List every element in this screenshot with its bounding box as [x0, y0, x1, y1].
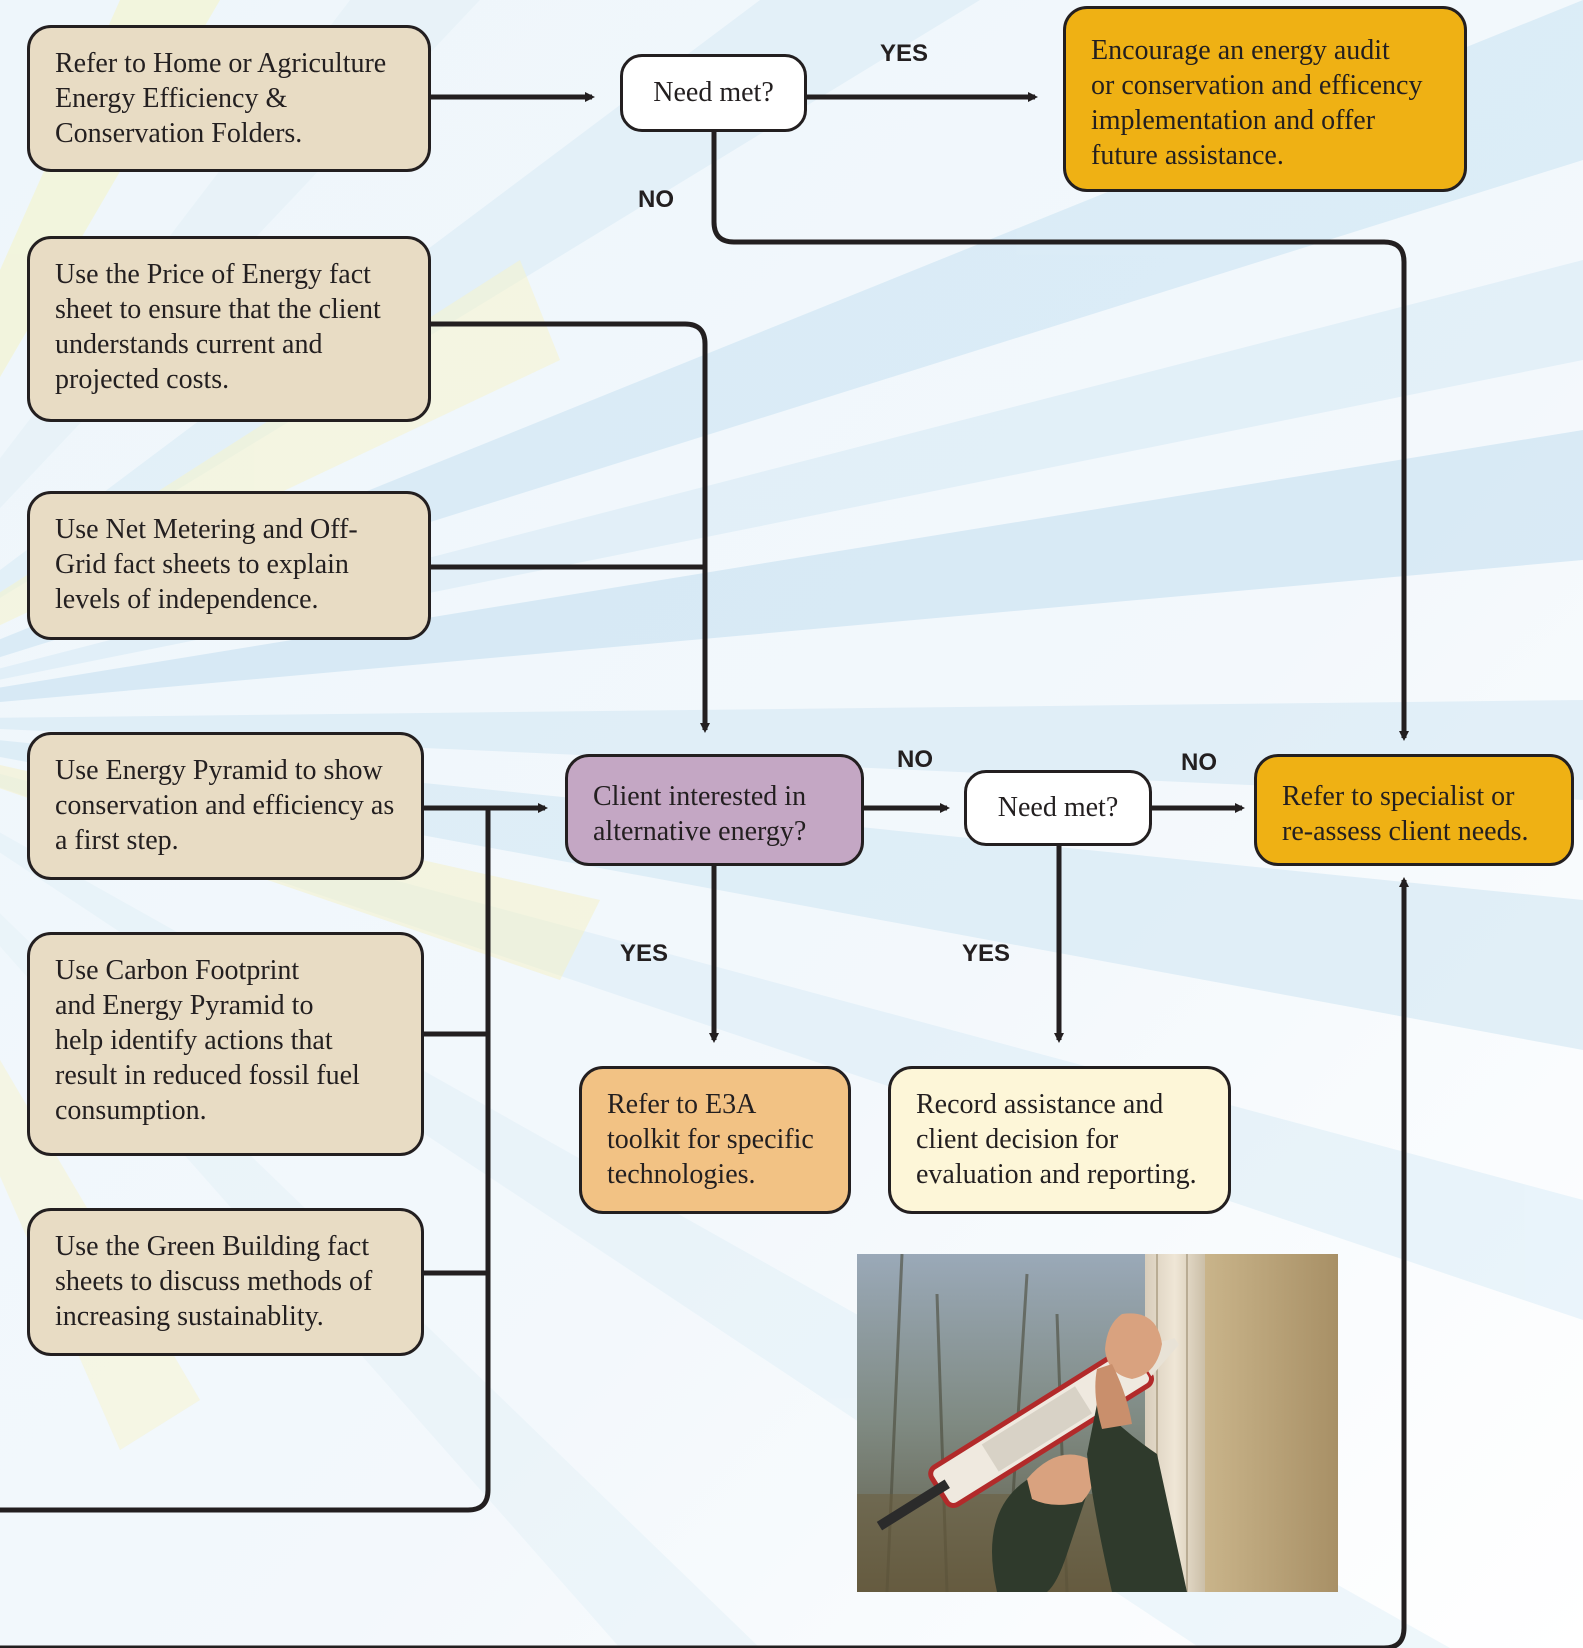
label-yes-client: YES: [620, 940, 669, 967]
label-yes-top: YES: [880, 40, 929, 67]
box-refer-e3a-toolkit: Refer to E3A toolkit for specific techno…: [579, 1066, 851, 1214]
line-group-vertical: [0, 808, 491, 1513]
box-carbon-footprint: Use Carbon Footprint and Energy Pyramid …: [27, 932, 424, 1156]
box-energy-pyramid: Use Energy Pyramid to show conservation …: [27, 732, 424, 880]
caulking-gun-window-photo: [857, 1254, 1338, 1592]
box-refer-specialist: Refer to specialist or re-assess client …: [1254, 754, 1574, 866]
label-no-need: NO: [1181, 749, 1217, 776]
box-green-building: Use the Green Building fact sheets to di…: [27, 1208, 424, 1356]
box-record-assistance: Record assistance and client decision fo…: [888, 1066, 1231, 1214]
label-no-top: NO: [638, 186, 674, 213]
decision-need-met-top: Need met?: [620, 54, 807, 132]
decision-need-met-middle: Need met?: [964, 770, 1152, 846]
box-net-metering: Use Net Metering and Off- Grid fact shee…: [27, 491, 431, 640]
label-no-client: NO: [897, 746, 933, 773]
box-client-interested: Client interested in alternative energy?: [565, 754, 864, 866]
box-price-of-energy: Use the Price of Energy fact sheet to en…: [27, 236, 431, 422]
label-yes-need: YES: [962, 940, 1011, 967]
box-home-agriculture-folders: Refer to Home or Agriculture Energy Effi…: [27, 25, 431, 172]
box-encourage-energy-audit: Encourage an energy audit or conservatio…: [1063, 6, 1467, 192]
arrow-need1-no: [711, 130, 1409, 741]
line-price: [430, 321, 710, 733]
